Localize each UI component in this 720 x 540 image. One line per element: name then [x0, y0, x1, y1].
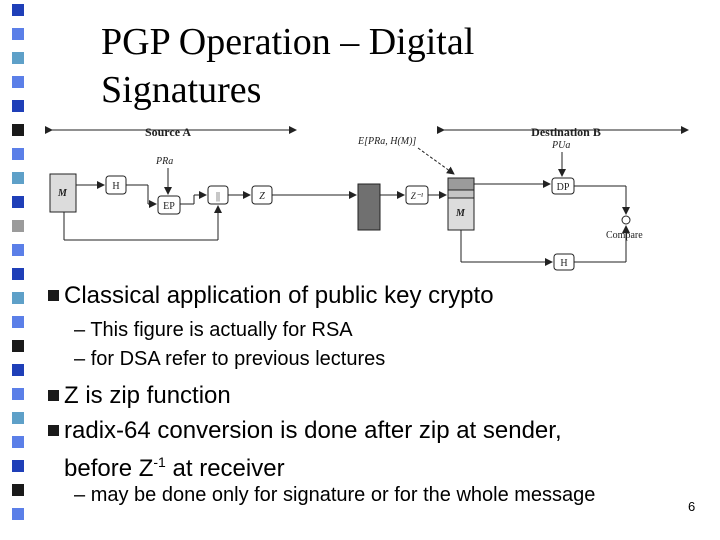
stripe-square	[12, 364, 24, 376]
decrypt-label: DP	[557, 182, 570, 193]
message-label-dest: M	[455, 208, 466, 219]
bullet-icon	[48, 425, 59, 436]
stripe-square	[12, 388, 24, 400]
stripe-square	[12, 148, 24, 160]
stripe-square	[12, 196, 24, 208]
bullet-2-text: Z is zip function	[64, 382, 231, 409]
sub-bullet-3: – may be done only for signature or for …	[74, 484, 596, 506]
hash-label-source: H	[112, 181, 119, 192]
source-label: Source A	[145, 125, 191, 139]
bullet-1-text: Classical application of public key cryp…	[64, 282, 494, 309]
stripe-square	[12, 508, 24, 520]
destination-label: Destination B	[531, 125, 601, 139]
public-key-label: PUa	[551, 140, 570, 151]
stripe-square	[12, 220, 24, 232]
stripe-square	[12, 412, 24, 424]
stripe-square	[12, 484, 24, 496]
stripe-square	[12, 460, 24, 472]
signature-pointer	[417, 147, 455, 175]
stripe-square	[12, 76, 24, 88]
title-line-2: Signatures	[101, 69, 262, 111]
page-number: 6	[688, 499, 696, 514]
slide-title: PGP Operation – Digital Signatures	[101, 18, 621, 114]
title-line-1: PGP Operation – Digital	[101, 21, 475, 63]
stripe-square	[12, 172, 24, 184]
bullet-icon	[48, 290, 59, 301]
stripe-square	[12, 124, 24, 136]
stripe-square	[12, 292, 24, 304]
sub-bullet-1: – This figure is actually for RSA	[74, 319, 353, 341]
sub-bullet-2: – for DSA refer to previous lectures	[74, 348, 386, 370]
stripe-square	[12, 100, 24, 112]
left-decorative-stripe	[0, 0, 44, 540]
encrypt-box	[157, 195, 181, 215]
stripe-square	[12, 52, 24, 64]
compare-node	[621, 215, 631, 225]
unzip-label: Z⁻¹	[411, 191, 424, 201]
message-label-source: M	[57, 188, 68, 199]
stripe-square	[12, 4, 24, 16]
stripe-square	[12, 340, 24, 352]
pgp-signature-diagram: Source A Destination B M H PRa EP || Z Z…	[45, 125, 689, 271]
private-key-label: PRa	[155, 156, 173, 167]
bullet-icon	[48, 390, 59, 401]
compare-label: Compare	[606, 230, 643, 241]
bullet-3-text-line2: before Z-1 at receiver	[64, 454, 285, 482]
transmitted-block	[357, 183, 381, 231]
bullet-3-text: radix-64 conversion is done after zip at…	[64, 417, 562, 444]
hash-label-dest: H	[560, 258, 567, 269]
signature-label: E[PRa, H(M)]	[357, 136, 416, 147]
stripe-square	[12, 268, 24, 280]
zip-label: Z	[259, 191, 265, 202]
stripe-square	[12, 244, 24, 256]
stripe-square	[12, 436, 24, 448]
concat-label: ||	[216, 191, 220, 202]
message-block-source	[49, 173, 77, 213]
stripe-square	[12, 28, 24, 40]
stripe-square	[12, 316, 24, 328]
encrypt-label: EP	[163, 201, 175, 212]
